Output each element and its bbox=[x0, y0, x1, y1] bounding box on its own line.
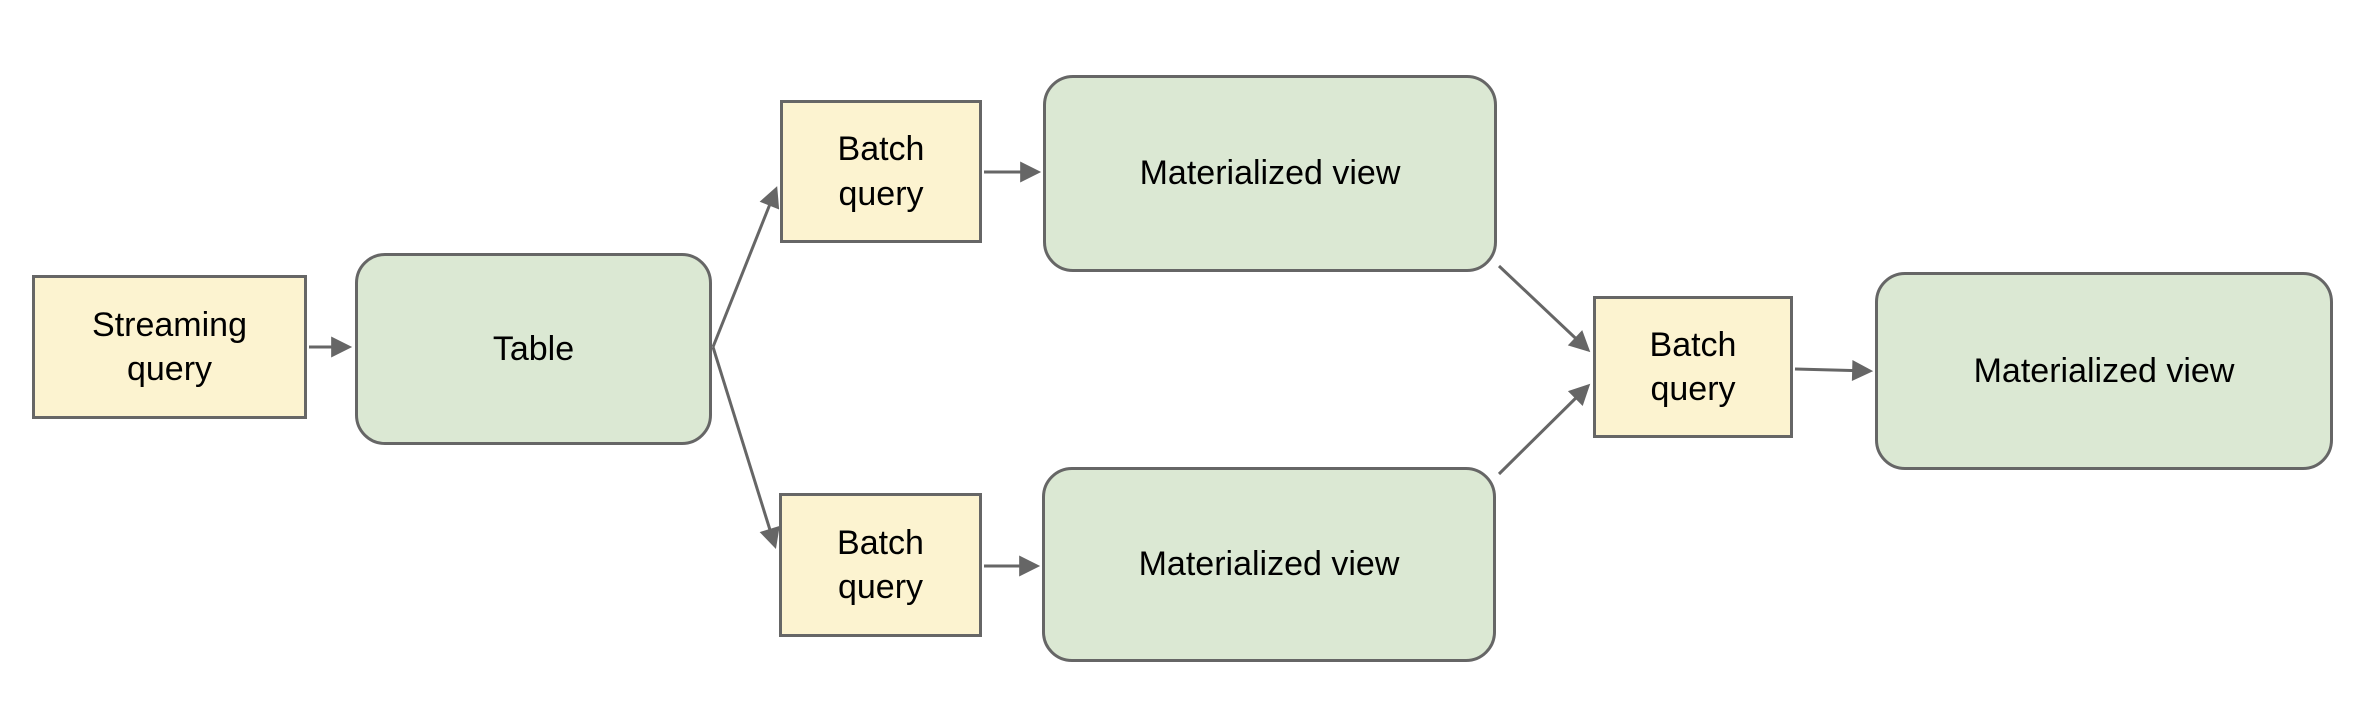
node-materialized-view-top: Materialized view bbox=[1043, 75, 1497, 272]
node-materialized-view-right-label: Materialized view bbox=[1973, 351, 2235, 390]
node-streaming-query-label: Streaming query bbox=[92, 305, 247, 388]
node-table-label: Table bbox=[492, 329, 575, 368]
node-materialized-view-bottom-label: Materialized view bbox=[1138, 545, 1400, 584]
node-materialized-view-bottom: Materialized view bbox=[1042, 467, 1496, 662]
node-streaming-query: Streaming query bbox=[32, 275, 307, 419]
node-batch-query-right: Batch query bbox=[1593, 296, 1793, 438]
edge-table-to-batch-query-top bbox=[711, 186, 780, 348]
node-batch-query-top: Batch query bbox=[780, 100, 982, 243]
edge-materialized-view-bottom-to-batch-query-right bbox=[1497, 383, 1591, 476]
node-table: Table bbox=[355, 253, 712, 445]
node-materialized-view-right: Materialized view bbox=[1875, 272, 2333, 470]
node-batch-query-top-label: Batch query bbox=[837, 130, 925, 213]
node-batch-query-bottom: Batch query bbox=[779, 493, 982, 637]
node-batch-query-bottom-label: Batch query bbox=[837, 523, 924, 606]
edge-materialized-view-top-to-batch-query-right bbox=[1497, 264, 1591, 353]
edge-table-to-batch-query-bottom bbox=[711, 346, 780, 550]
edge-batch-query-right-to-materialized-view-right bbox=[1794, 360, 1874, 382]
node-materialized-view-top-label: Materialized view bbox=[1139, 154, 1401, 193]
node-batch-query-right-label: Batch query bbox=[1649, 325, 1737, 408]
